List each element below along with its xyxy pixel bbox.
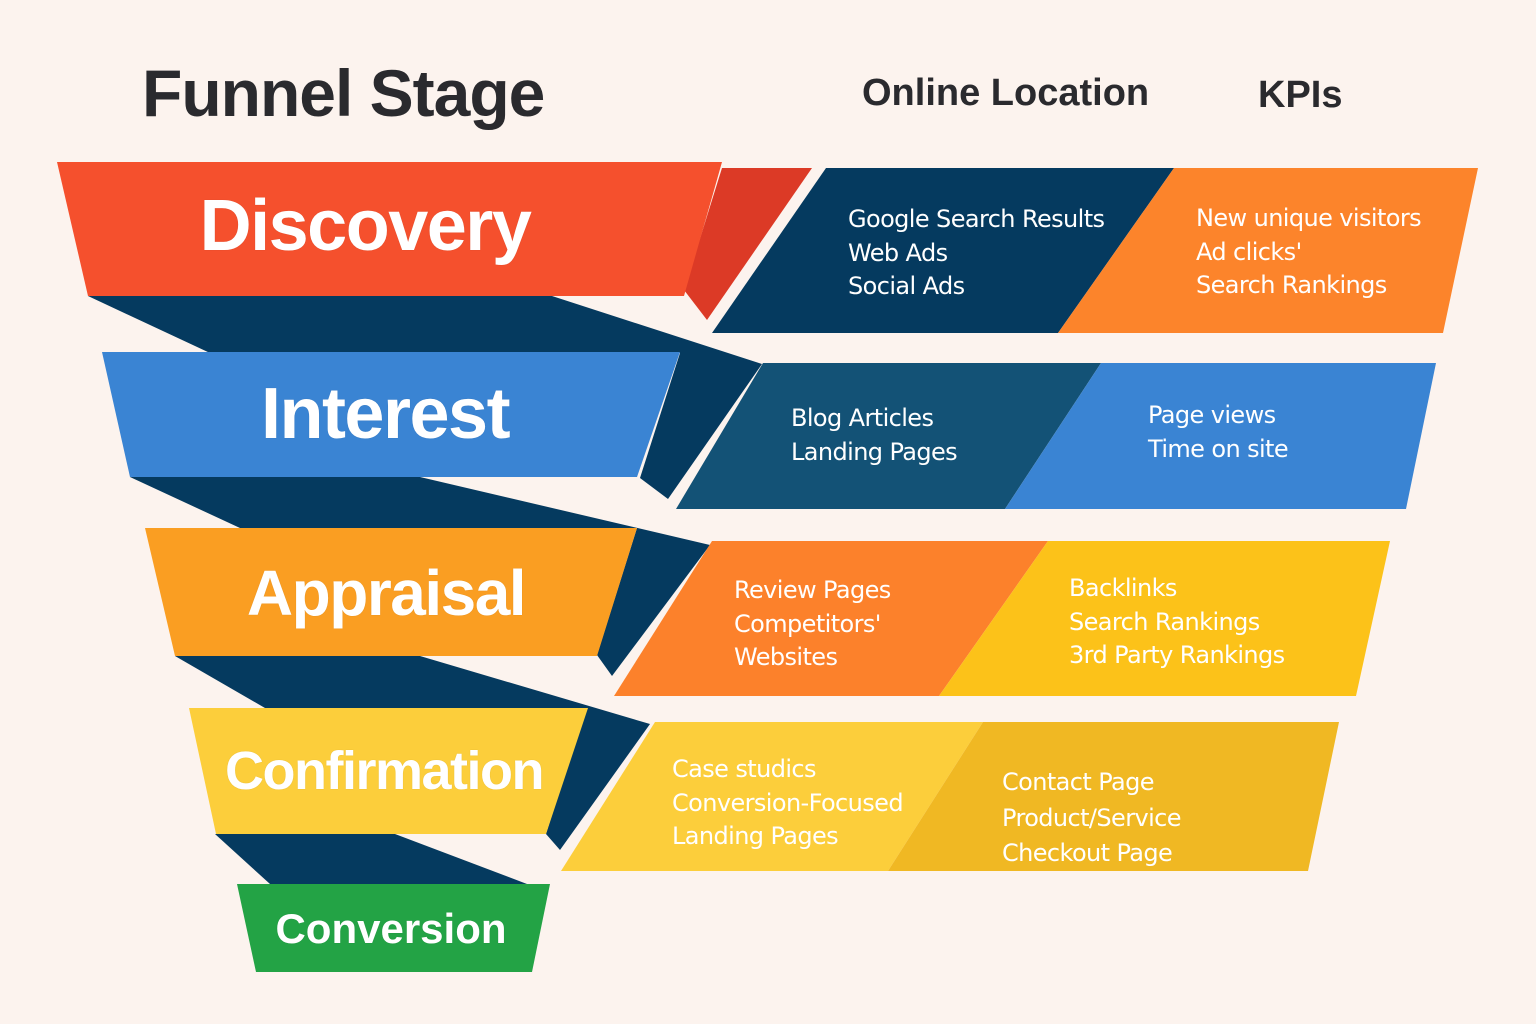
discovery-locations: Google Search Results Web Ads Social Ads xyxy=(848,203,1105,304)
kpi-item: Ad clicks' xyxy=(1196,237,1302,266)
location-item: Google Search Results xyxy=(848,205,1105,233)
interest-locations: Blog Articles Landing Pages xyxy=(791,402,958,469)
discovery-back-face xyxy=(88,296,762,499)
kpi-item: Contact Page xyxy=(1002,768,1155,796)
discovery-kpi-panel xyxy=(1058,168,1478,333)
location-item: Conversion-Focused xyxy=(672,788,904,817)
appraisal-location-panel xyxy=(614,541,1048,696)
kpi-item: Page views xyxy=(1148,401,1276,429)
stage-label-discovery: Discovery xyxy=(199,186,532,266)
conversion-stage-band xyxy=(237,884,550,972)
appraisal-locations: Review Pages Competitors' Websites xyxy=(734,574,891,675)
stage-label-confirmation: Confirmation xyxy=(225,741,544,801)
kpi-item: Backlinks xyxy=(1069,574,1177,602)
location-item: Blog Articles xyxy=(791,404,934,432)
interest-stage-band xyxy=(102,352,680,477)
kpi-item: 3rd Party Rankings xyxy=(1069,641,1285,669)
kpis-header: KPIs xyxy=(1258,74,1343,116)
discovery-side-face xyxy=(684,168,812,320)
interest-kpi-panel xyxy=(1005,363,1436,509)
kpi-item: Checkout Page xyxy=(1002,839,1173,867)
location-item: Landing Pages xyxy=(791,437,958,466)
interest-kpis: Page views Time on site xyxy=(1148,399,1289,466)
kpi-item: Search Rankings xyxy=(1069,607,1260,636)
appraisal-kpis: Backlinks Search Rankings 3rd Party Rank… xyxy=(1069,572,1285,673)
funnel-stage-header: Funnel Stage xyxy=(142,56,545,130)
interest-back-face xyxy=(130,477,710,676)
confirmation-locations: Case studics Conversion-Focused Landing … xyxy=(672,753,904,854)
stage-label-interest: Interest xyxy=(260,374,511,454)
confirmation-location-panel xyxy=(561,722,983,871)
kpi-item: Time on site xyxy=(1148,434,1289,463)
kpi-item: Search Rankings xyxy=(1196,271,1387,299)
location-item: Landing Pages xyxy=(672,822,839,850)
kpi-item: New unique visitors xyxy=(1196,204,1422,232)
interest-location-panel xyxy=(676,363,1101,509)
location-item: Competitors' xyxy=(734,609,881,638)
discovery-location-panel xyxy=(712,168,1174,333)
confirmation-back-face xyxy=(215,834,527,884)
location-item: Web Ads xyxy=(848,238,948,267)
appraisal-back-face xyxy=(175,656,650,850)
discovery-stage-band xyxy=(57,162,722,296)
discovery-kpis: New unique visitors Ad clicks' Search Ra… xyxy=(1196,202,1422,303)
confirmation-stage-band xyxy=(189,708,588,834)
appraisal-stage-band xyxy=(145,528,637,656)
appraisal-kpi-panel xyxy=(939,541,1390,696)
kpi-item: Product/Service xyxy=(1002,803,1182,832)
location-item: Social Ads xyxy=(848,272,965,300)
stage-label-appraisal: Appraisal xyxy=(246,557,527,629)
location-item: Websites xyxy=(734,643,838,671)
confirmation-kpis: Contact Page Product/Service Checkout Pa… xyxy=(1002,765,1182,872)
location-item: Review Pages xyxy=(734,576,891,604)
confirmation-kpi-panel xyxy=(888,722,1339,871)
online-location-header: Online Location xyxy=(862,72,1150,114)
location-item: Case studics xyxy=(672,755,816,783)
stage-label-conversion: Conversion xyxy=(275,905,507,952)
